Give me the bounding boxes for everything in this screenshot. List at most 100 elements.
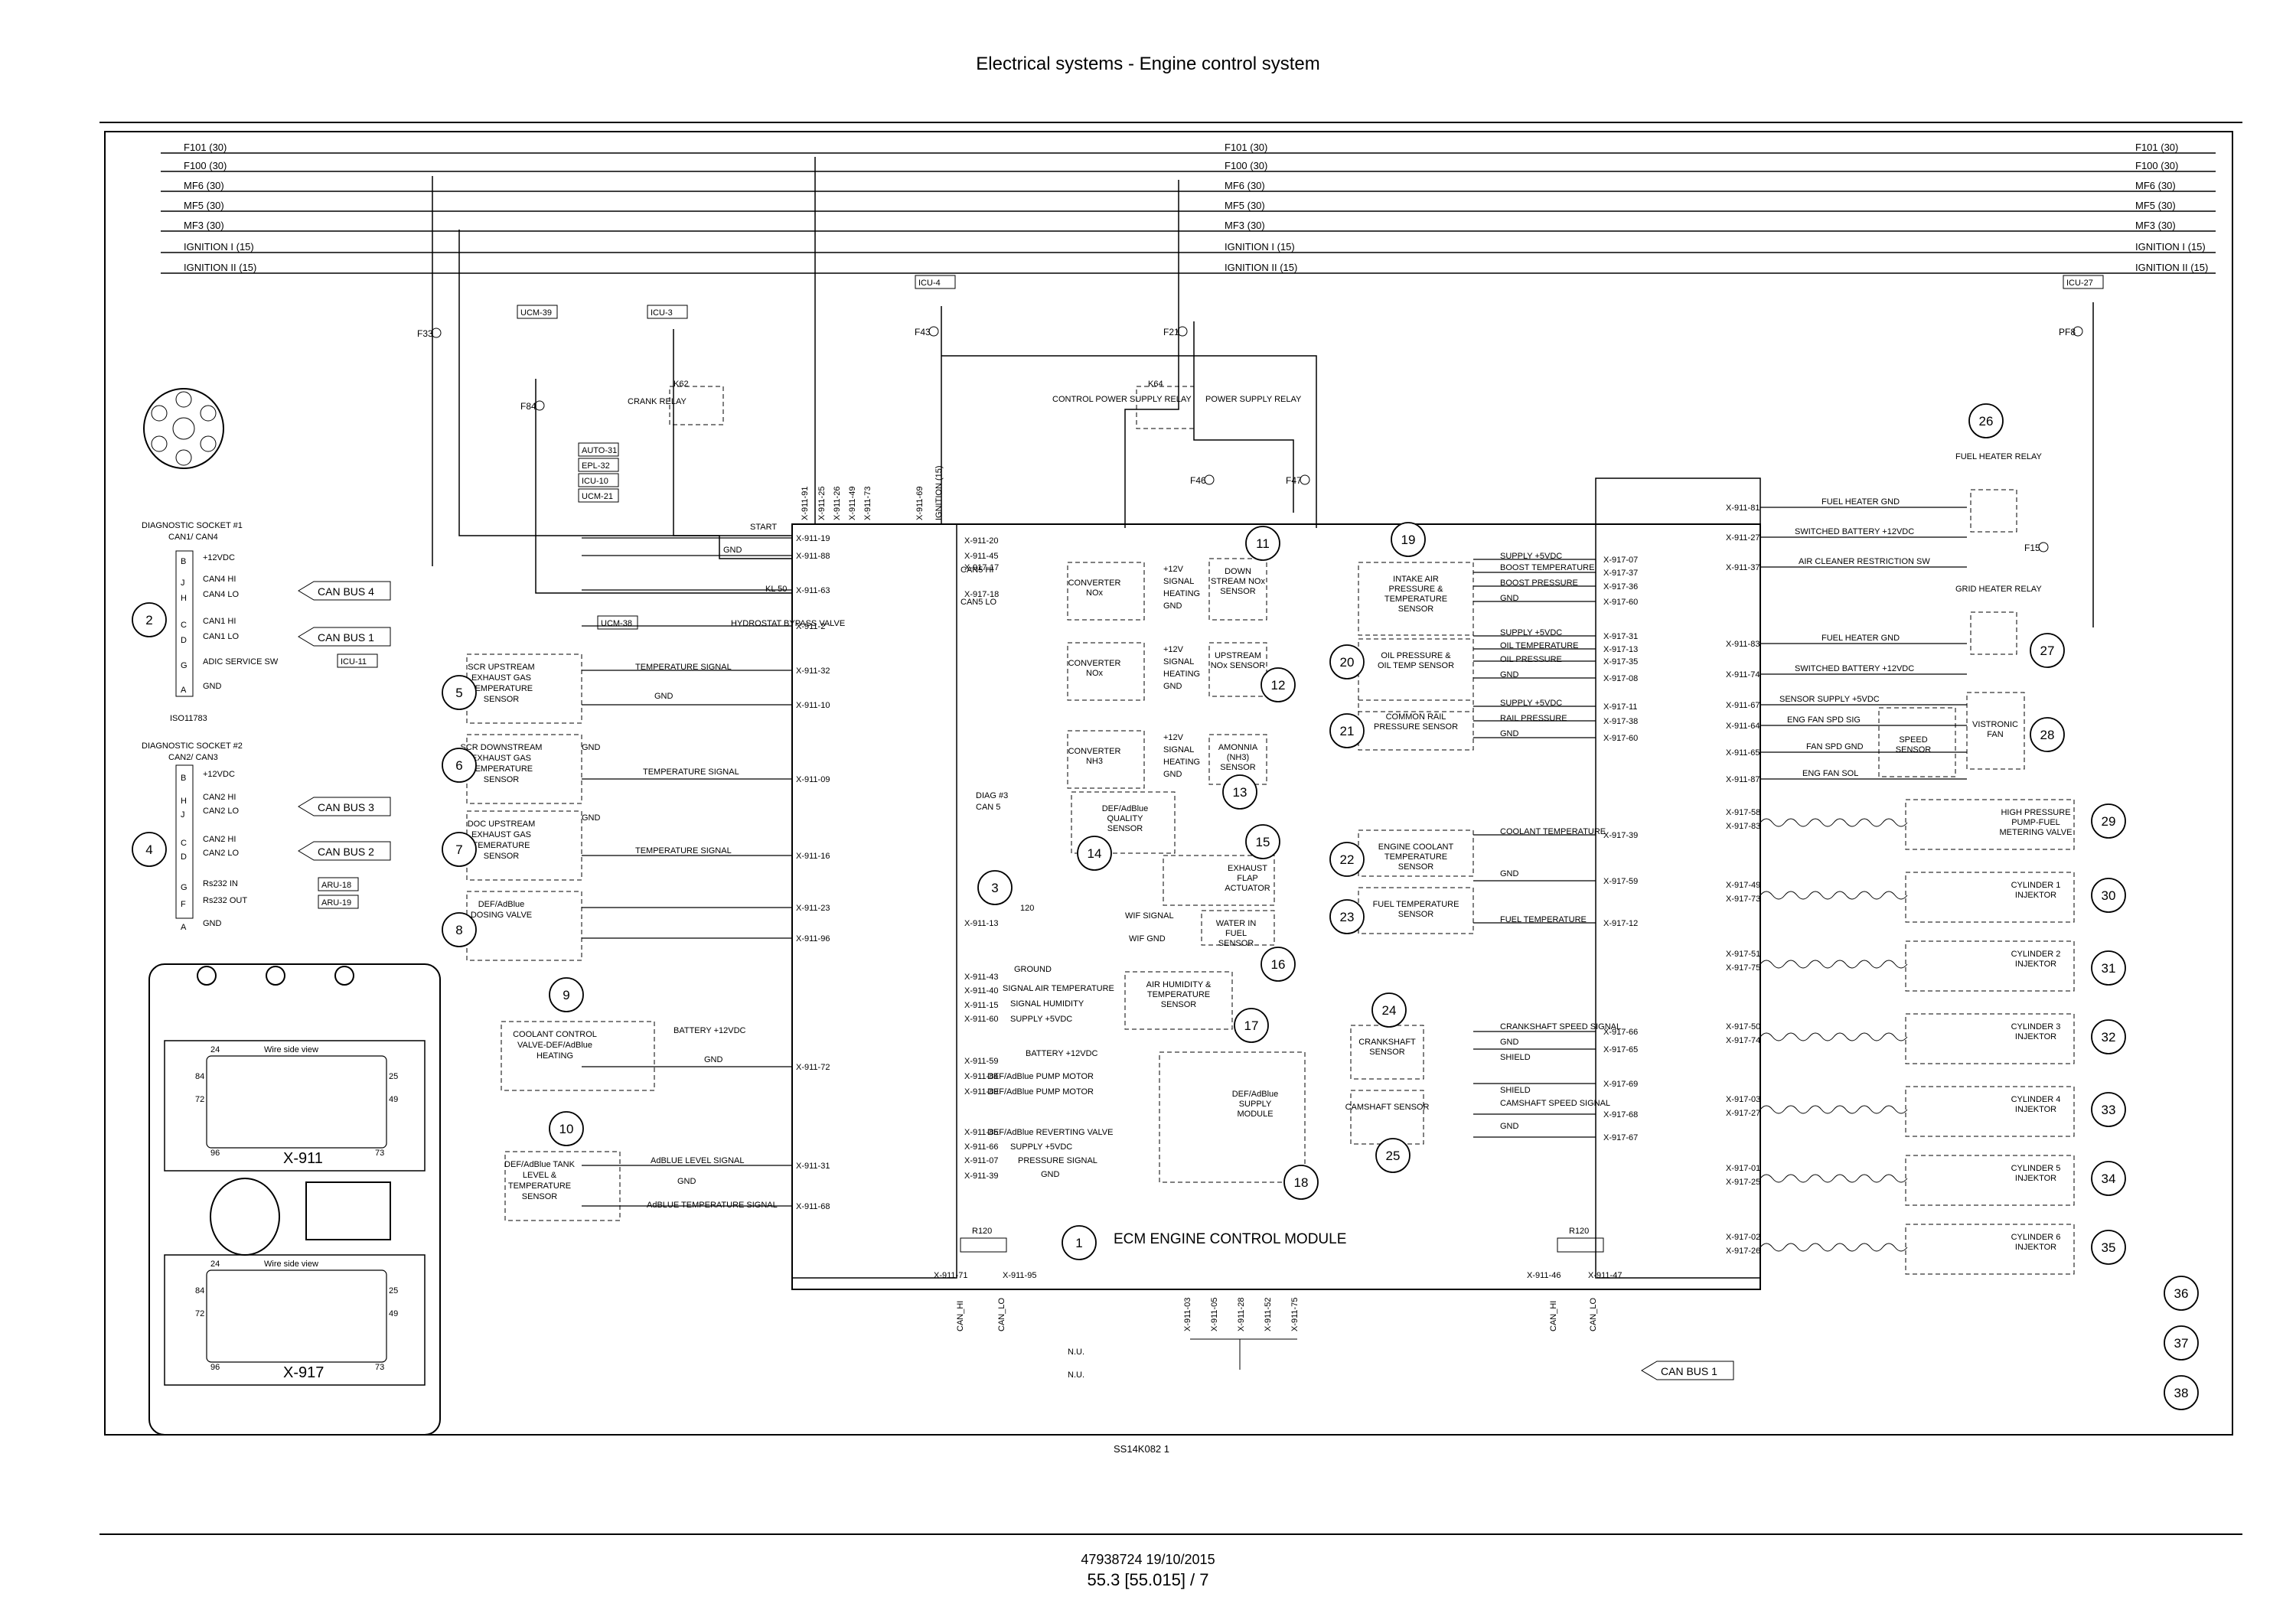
- right-pin: X-917-11: [1603, 702, 1637, 712]
- component-label-c19: TEMPERATURE: [1384, 595, 1447, 604]
- component-label-c17: SENSOR: [1161, 1000, 1197, 1009]
- diag1-pin-label: +12VDC: [203, 553, 235, 562]
- diag1-pin-letter: B: [181, 557, 186, 566]
- fuse-symbol: [2073, 326, 2083, 337]
- connector-pin-number: 96: [210, 1363, 220, 1372]
- right-pin: X-917-69: [1603, 1080, 1638, 1089]
- right-signal: GND: [1500, 1122, 1519, 1131]
- converter-label: NOx: [1086, 588, 1104, 598]
- right-pin: X-917-08: [1603, 674, 1638, 683]
- left-signal: AdBLUE LEVEL SIGNAL: [651, 1156, 745, 1165]
- injector-pin: X-917-73: [1726, 895, 1760, 904]
- ground-pin: X-911-28: [1237, 1298, 1246, 1331]
- top-pin: X-911-73: [863, 487, 872, 520]
- fuse-label: F46: [1190, 475, 1206, 486]
- injector-pin: X-917-75: [1726, 963, 1760, 973]
- bus-label-right: IGNITION II (15): [2135, 262, 2208, 273]
- tag-box: [2063, 275, 2104, 289]
- left-pin: X-911-31: [796, 1162, 830, 1171]
- diag2-pin-label: CAN2 HI: [203, 793, 236, 802]
- tag-label: ICU-11: [341, 657, 367, 666]
- right-signal: RAIL PRESSURE: [1500, 714, 1567, 723]
- component-label-c18: SUPPLY: [1239, 1100, 1272, 1109]
- diag1-pin-letter: C: [181, 621, 187, 630]
- right-pin: X-917-68: [1603, 1110, 1638, 1119]
- number-badge-text: 31: [2102, 961, 2116, 976]
- diag-socket-2-title: DIAGNOSTIC SOCKET #2: [142, 741, 243, 751]
- far-right-signal: FUEL HEATER GND: [1821, 634, 1900, 643]
- bottom-right-pin: X-911-46: [1527, 1271, 1561, 1280]
- connector-pin-number: 25: [389, 1072, 398, 1081]
- component-label-c19: SENSOR: [1398, 605, 1434, 614]
- component-label-c6: TEMPERATURE: [470, 764, 533, 774]
- injector-box: [1905, 1155, 2075, 1206]
- injector-label: INJEKTOR: [2015, 960, 2056, 969]
- left-signal: KL 50: [765, 585, 787, 594]
- injector-box: [1905, 1086, 2075, 1137]
- diag1-pin-letter: A: [181, 686, 187, 695]
- crank-relay: [669, 386, 724, 425]
- tag-label: ARU-18: [321, 881, 351, 890]
- top-pin: IGNITION (15): [934, 465, 944, 520]
- converter-pin: GND: [1163, 601, 1182, 611]
- injector-twisted-pair: [1760, 1174, 1908, 1183]
- bottom-right-can-label: CAN_HI: [1549, 1301, 1558, 1331]
- left-signal: GND: [582, 743, 601, 752]
- injector-label: CYLINDER 3: [2011, 1022, 2061, 1031]
- can-bus-label: CAN BUS 1: [318, 631, 374, 644]
- converter-label: NOx: [1086, 669, 1104, 678]
- number-badge: [2164, 1325, 2199, 1361]
- mid-pin: X-911-13: [964, 919, 998, 928]
- right-pin: X-917-31: [1603, 632, 1638, 641]
- right-signal: GND: [1500, 670, 1519, 680]
- left-signal: GND: [582, 813, 601, 823]
- left-pin: X-911-68: [796, 1202, 830, 1211]
- fuse-label: PF8: [2059, 327, 2076, 337]
- injector-label: CYLINDER 4: [2011, 1095, 2061, 1104]
- right-signal: FUEL TEMPERATURE: [1500, 915, 1587, 924]
- power-supply-relay-id: K64: [1148, 380, 1163, 389]
- component-label-c14: DEF/AdBlue: [1102, 804, 1149, 813]
- can-bus-label: CAN BUS 1: [1661, 1365, 1717, 1377]
- far-right-pin: X-911-67: [1726, 701, 1760, 710]
- component-label-c10: SENSOR: [522, 1192, 558, 1201]
- top-pin: X-911-25: [817, 487, 827, 520]
- component-label-c6: EXHAUST GAS: [471, 754, 531, 763]
- r120-right: [1557, 1237, 1604, 1253]
- right-pin: X-917-66: [1603, 1028, 1638, 1037]
- right-signal: GND: [1500, 869, 1519, 878]
- mid-signal: WIF GND: [1129, 934, 1166, 943]
- fuse-symbol: [1204, 474, 1215, 485]
- left-signal: GND: [654, 692, 673, 701]
- far-right-signal: FUEL HEATER GND: [1821, 497, 1900, 507]
- bus-label-right: MF3 (30): [2135, 220, 2176, 231]
- bus-label-right: F100 (30): [2135, 160, 2178, 171]
- component-label-c10: LEVEL &: [523, 1171, 557, 1180]
- injector-pin: X-917-49: [1726, 881, 1760, 890]
- r120-left-label: R120: [972, 1227, 992, 1236]
- number-badge: [2030, 633, 2065, 668]
- left-pin: X-911-2: [796, 622, 825, 631]
- connector-pin-number: 49: [389, 1309, 398, 1318]
- converter-label: CONVERTER: [1068, 659, 1121, 668]
- diag2-pin-letter: F: [181, 900, 186, 909]
- tag-label: ICU-3: [651, 308, 673, 318]
- connector-pin-number: 96: [210, 1149, 220, 1158]
- number-badge: [1968, 403, 2004, 438]
- injector-box: [1905, 872, 2075, 923]
- injector-label: INJEKTOR: [2015, 1243, 2056, 1252]
- component-label-c7: DOC UPSTREAM: [468, 820, 536, 829]
- bus-label-right: MF5 (30): [2135, 200, 2176, 211]
- tag-label: ICU-27: [2066, 279, 2093, 288]
- page-reference: 55.3 [55.015] / 7: [1087, 1570, 1209, 1589]
- component-label-c21: COMMON RAIL: [1386, 712, 1446, 722]
- number-badge: [549, 1111, 584, 1146]
- left-pin: X-911-32: [796, 666, 830, 676]
- number-badge: [1234, 1008, 1269, 1043]
- right-signal: GND: [1500, 729, 1519, 738]
- fuse-label: F47: [1286, 475, 1302, 486]
- nu-label: N.U.: [1068, 1348, 1084, 1357]
